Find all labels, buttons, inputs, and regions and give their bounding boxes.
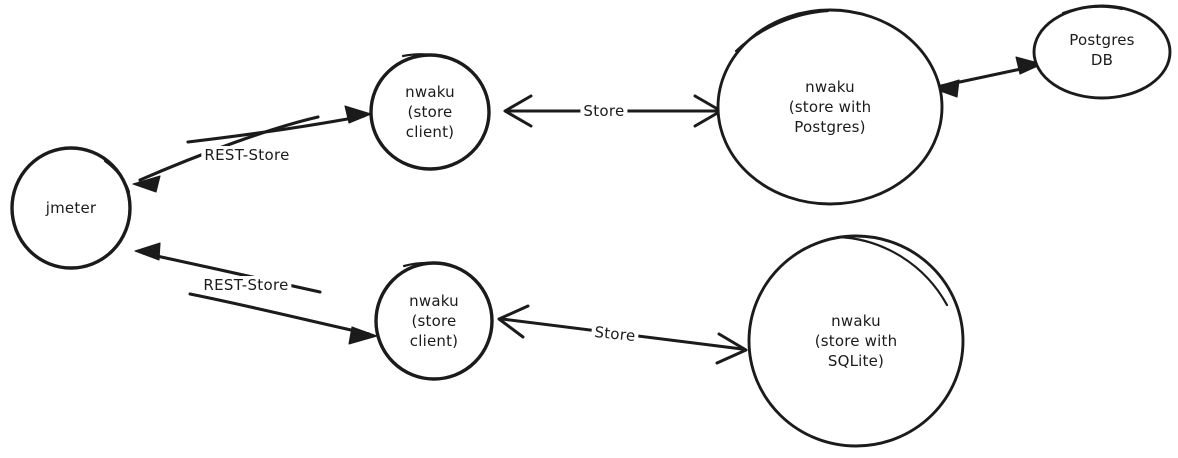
edge-postgres-to-db: [931, 56, 1043, 98]
edge-client-bottom-to-sqlite: [497, 304, 748, 365]
node-jmeter[interactable]: [10, 146, 132, 270]
edge-jmeter-to-client-bottom: [134, 242, 378, 345]
edge-client-top-to-postgres: [503, 94, 723, 128]
node-store-sqlite[interactable]: [747, 234, 965, 448]
node-postgres-db[interactable]: [1032, 4, 1172, 100]
edge-jmeter-to-client-top: [132, 105, 372, 193]
node-store-client-bottom[interactable]: [374, 261, 494, 381]
node-store-postgres[interactable]: [716, 8, 944, 206]
node-store-client-top[interactable]: [369, 53, 491, 171]
